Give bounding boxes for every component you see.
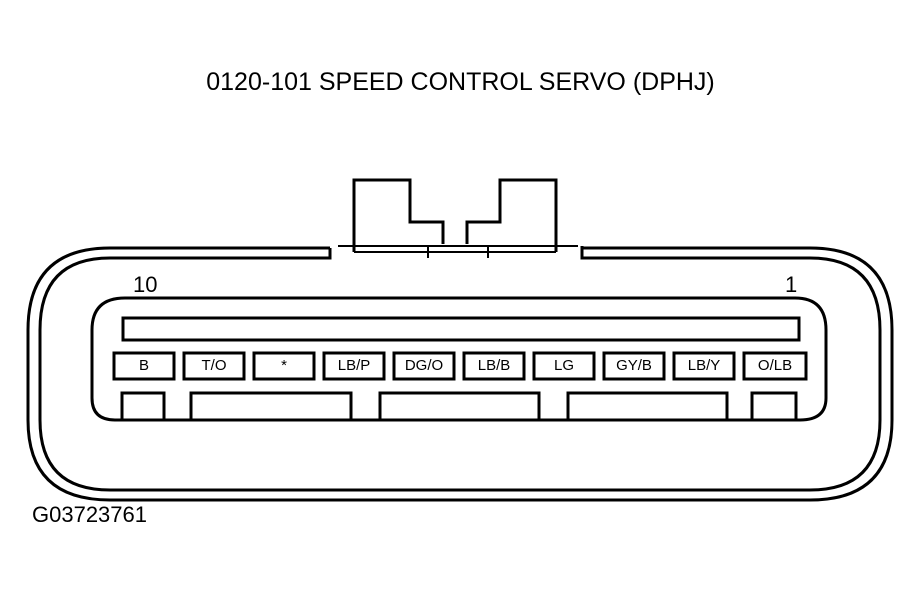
bottom-slot (566, 391, 729, 422)
locking-tab-left (352, 178, 445, 252)
terminal-box (322, 351, 386, 381)
connector-housing-outer (38, 246, 882, 492)
terminal-box (462, 351, 526, 381)
locking-tab-right (465, 178, 558, 252)
terminal-label: LG (553, 357, 574, 374)
bottom-slot (378, 391, 541, 422)
terminal-box (112, 351, 176, 381)
terminal-label: DG/O (404, 357, 444, 374)
connector-housing-outer-top-left (26, 246, 894, 502)
terminal-box (742, 351, 808, 381)
terminal-label: B (138, 357, 149, 374)
key-rail (121, 316, 801, 342)
terminal-label: LB/B (477, 357, 511, 374)
pin-number-1: 1 (785, 272, 798, 297)
bottom-slot (189, 391, 353, 422)
figure-code: G03723761 (32, 502, 147, 527)
bottom-slots (120, 391, 798, 422)
terminal-box (532, 351, 596, 381)
bottom-slot (120, 391, 166, 422)
terminal-box (252, 351, 316, 381)
diagram-title: 0120-101 SPEED CONTROL SERVO (DPHJ) (206, 68, 715, 96)
terminal-box (182, 351, 246, 381)
terminal-label: LB/P (337, 357, 371, 374)
terminal-box (672, 351, 736, 381)
terminal-label: * (281, 357, 287, 374)
terminal-boxes (112, 351, 808, 381)
bottom-slot (750, 391, 798, 422)
terminal-label: O/LB (757, 357, 793, 374)
terminal-box (392, 351, 456, 381)
pin-number-10: 10 (133, 272, 158, 297)
terminal-label: GY/B (616, 357, 652, 374)
terminal-label: T/O (201, 357, 227, 374)
terminal-label: LB/Y (687, 357, 721, 374)
connector-cavity (90, 296, 828, 422)
terminal-box (602, 351, 666, 381)
